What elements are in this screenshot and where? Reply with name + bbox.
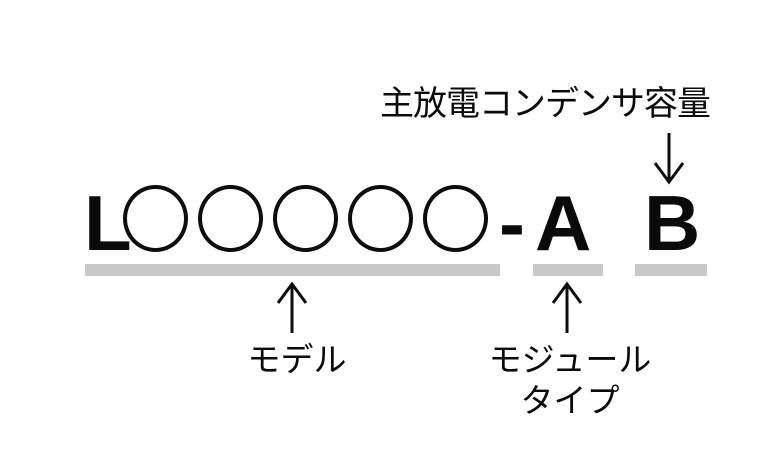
placeholder-circle: [198, 185, 263, 252]
model-label: モデル: [247, 341, 347, 378]
capacitor-underline-bar: [635, 264, 707, 276]
down-arrow-icon: [653, 133, 685, 185]
placeholder-circle: [348, 185, 413, 252]
capacitor-capacity-label: 主放電コンデンサ容量: [380, 85, 711, 123]
module-type-label-line1: モジュール: [488, 341, 652, 378]
model-underline-bar: [85, 264, 500, 276]
capacitor-capacity-letter: B: [644, 179, 701, 267]
up-arrow-icon-model: [276, 281, 308, 333]
module-type-underline-bar: [533, 264, 603, 276]
placeholder-circle: [423, 185, 488, 252]
module-type-label-line2: タイプ: [520, 382, 620, 419]
up-arrow-icon-module-type: [551, 281, 583, 333]
code-separator-hyphen: -: [499, 179, 525, 267]
model-placeholder-circles: [123, 185, 488, 252]
module-type-letter: A: [535, 179, 592, 267]
placeholder-circle: [273, 185, 338, 252]
placeholder-circle: [123, 185, 188, 252]
